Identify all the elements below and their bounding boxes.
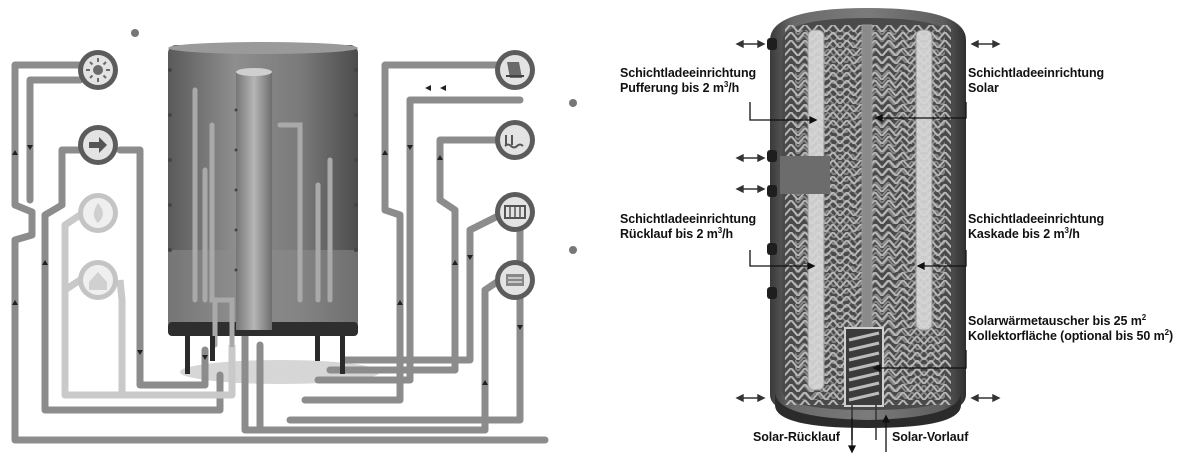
label-exchanger-text1: Solarwärmetauscher bis 25 m xyxy=(968,314,1142,328)
label-return-line2: Rücklauf bis 2 m3/h xyxy=(620,225,756,242)
inlet-block xyxy=(780,156,830,194)
label-cascade-loading: Schichtladeeinrichtung Kaskade bis 2 m3/… xyxy=(968,212,1104,242)
label-cascade-line2: Kaskade bis 2 m3/h xyxy=(968,225,1104,242)
label-buffer-sup: 3 xyxy=(723,79,729,89)
dot-marker xyxy=(569,99,577,107)
right-tank-cutaway xyxy=(735,8,1001,454)
label-return-loading: Schichtladeeinrichtung Rücklauf bis 2 m3… xyxy=(620,212,756,242)
label-exchanger-tail2: ) xyxy=(1169,329,1174,343)
left-system-diagram xyxy=(11,29,577,444)
inactive-pipes xyxy=(61,212,236,399)
connection-arrows xyxy=(735,39,1001,403)
house-icon xyxy=(78,260,118,300)
label-cascade-line1: Schichtladeeinrichtung xyxy=(968,212,1105,226)
label-exchanger-line1: Solarwärmetauscher bis 25 m2 xyxy=(968,312,1173,329)
label-exchanger-sup1: 2 xyxy=(1141,312,1147,322)
underfloor-heating-icon xyxy=(495,260,535,300)
heat-pump-icon xyxy=(78,125,118,165)
storage-tank xyxy=(168,42,358,374)
label-buffer-tail: /h xyxy=(728,81,740,95)
label-exchanger-sup2: 2 xyxy=(1164,327,1169,337)
label-buffer-line2: Pufferung bis 2 m3/h xyxy=(620,79,756,96)
label-buffer-line1: Schichtladeeinrichtung xyxy=(620,66,757,80)
label-return-tail: /h xyxy=(722,227,734,241)
label-solar-loading: Schichtladeeinrichtung Solar xyxy=(968,66,1104,96)
label-exchanger-text2: Kollektorfläche (optional bis 50 m xyxy=(968,329,1165,343)
label-solar-line1: Schichtladeeinrichtung xyxy=(968,66,1105,80)
label-return-text: Rücklauf bis 2 m xyxy=(620,227,718,241)
fire-icon xyxy=(78,193,118,233)
pipe-network xyxy=(11,61,549,444)
pool-icon xyxy=(495,120,535,160)
label-return-line1: Schichtladeeinrichtung xyxy=(620,212,757,226)
sun-icon xyxy=(78,50,118,90)
label-solar-exchanger: Solarwärmetauscher bis 25 m2 Kollektorfl… xyxy=(968,312,1174,344)
label-cascade-text: Kaskade bis 2 m xyxy=(968,227,1065,241)
flow-arrows xyxy=(12,85,523,385)
dot-marker xyxy=(131,29,139,37)
label-solar-flow: Solar-Vorlauf xyxy=(892,430,969,444)
label-buffer-text: Pufferung bis 2 m xyxy=(620,81,724,95)
label-solar-return: Solar-Rücklauf xyxy=(753,430,840,444)
dot-marker xyxy=(569,246,577,254)
label-cascade-sup: 3 xyxy=(1064,225,1069,235)
label-buffer-loading: Schichtladeeinrichtung Pufferung bis 2 m… xyxy=(620,66,756,96)
label-return-sup: 3 xyxy=(717,225,723,235)
label-cascade-tail: /h xyxy=(1068,227,1080,241)
radiator-icon xyxy=(495,192,535,232)
label-exchanger-line2: Kollektorfläche (optional bis 50 m2) xyxy=(968,327,1174,344)
shower-icon xyxy=(495,50,535,90)
leader-lines xyxy=(749,102,967,454)
label-solar-line2: Solar xyxy=(968,81,999,95)
